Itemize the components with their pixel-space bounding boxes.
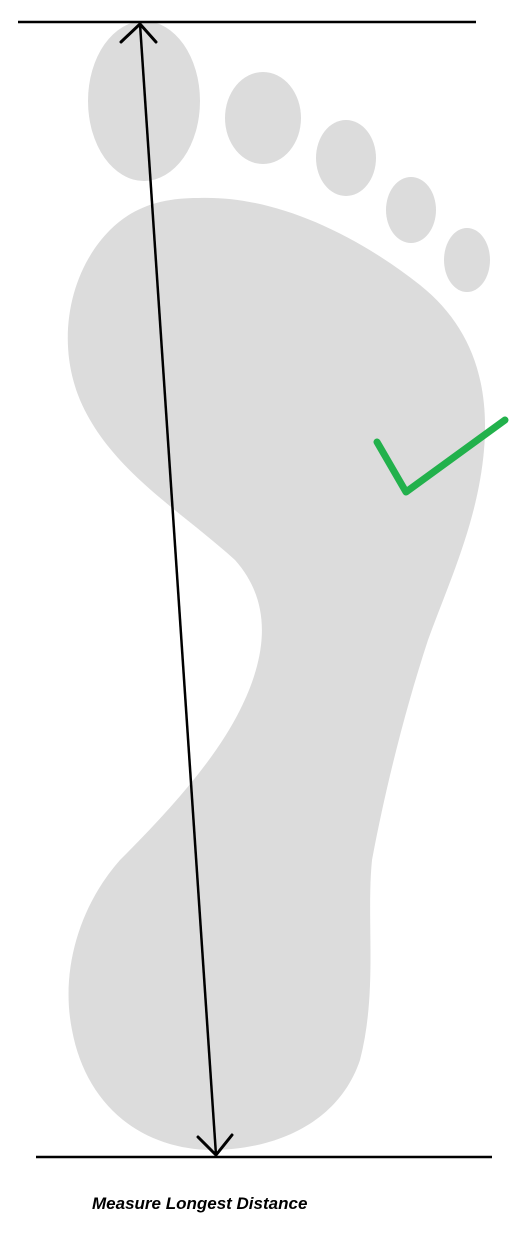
measurement-line: [138, 23, 218, 1156]
fourth-toe: [386, 177, 436, 243]
bottom-arrowhead-icon: [196, 1133, 234, 1157]
foot-sole: [67, 197, 486, 1151]
little-toe: [444, 228, 490, 292]
measure-caption: Measure Longest Distance: [92, 1194, 308, 1213]
checkmark-icon: [373, 416, 509, 496]
third-toe: [316, 120, 376, 196]
second-toe: [225, 72, 301, 164]
top-arrowhead-icon: [119, 22, 158, 44]
